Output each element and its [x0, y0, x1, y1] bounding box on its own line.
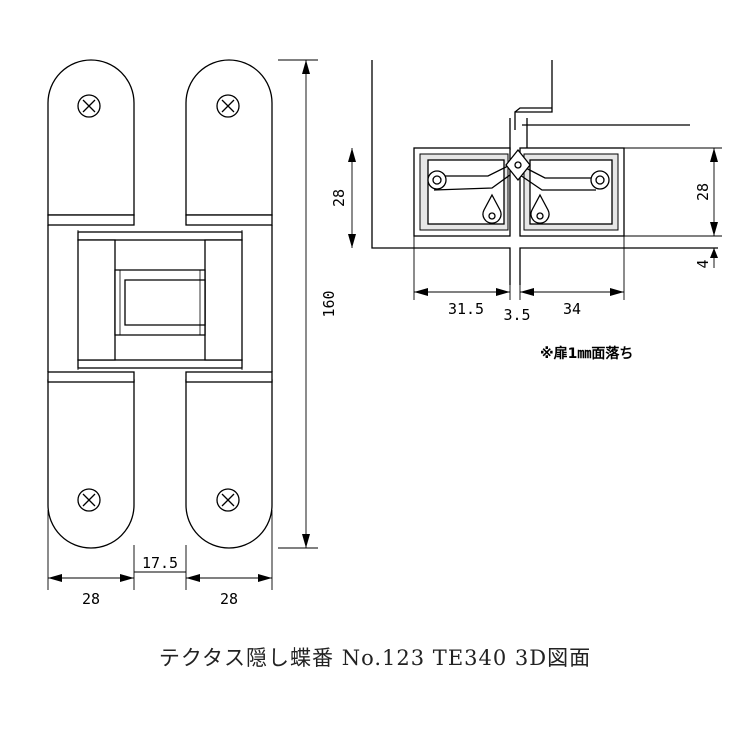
dim-left-depth-label: 28: [330, 189, 348, 207]
front-view: 160 28 17.5 28: [47, 59, 338, 608]
screw-icon: [77, 94, 101, 118]
dim-height-label: 160: [320, 290, 338, 317]
dim-center-gap-label: 3.5: [503, 306, 530, 324]
dim-right-width-side-label: 34: [563, 300, 581, 318]
central-pivot: [505, 148, 531, 182]
dim-right-width-label: 28: [220, 590, 238, 608]
dim-left-width-label: 28: [82, 590, 100, 608]
dim-offset-label: 4: [694, 259, 712, 268]
right-hinge-block: [519, 147, 625, 237]
dimension-side-widths: 31.5 3.5 34: [413, 236, 625, 324]
dim-left-width-side-label: 31.5: [448, 300, 484, 318]
side-view: 28 28 4 31.5 3.5 34: [330, 60, 722, 362]
left-hinge-block: [413, 147, 511, 237]
screw-icon: [216, 94, 240, 118]
dimension-right-depth: 28 4: [624, 147, 722, 269]
dim-gap-label: 17.5: [142, 554, 178, 572]
screw-icon: [216, 488, 240, 512]
dimension-height: 160: [278, 59, 338, 549]
dimension-left-depth: 28: [330, 148, 356, 248]
door-offset-note: ※扉1㎜面落ち: [540, 345, 633, 362]
dimension-width: 28 17.5 28: [47, 510, 273, 608]
hinge-body: [47, 225, 273, 372]
screw-icon: [77, 488, 101, 512]
left-leaf: [47, 59, 135, 549]
right-leaf: [185, 59, 273, 549]
drawing-caption: テクタス隠し蝶番 No.123 TE340 3D図面: [158, 646, 592, 670]
dim-right-depth-label: 28: [694, 183, 712, 201]
